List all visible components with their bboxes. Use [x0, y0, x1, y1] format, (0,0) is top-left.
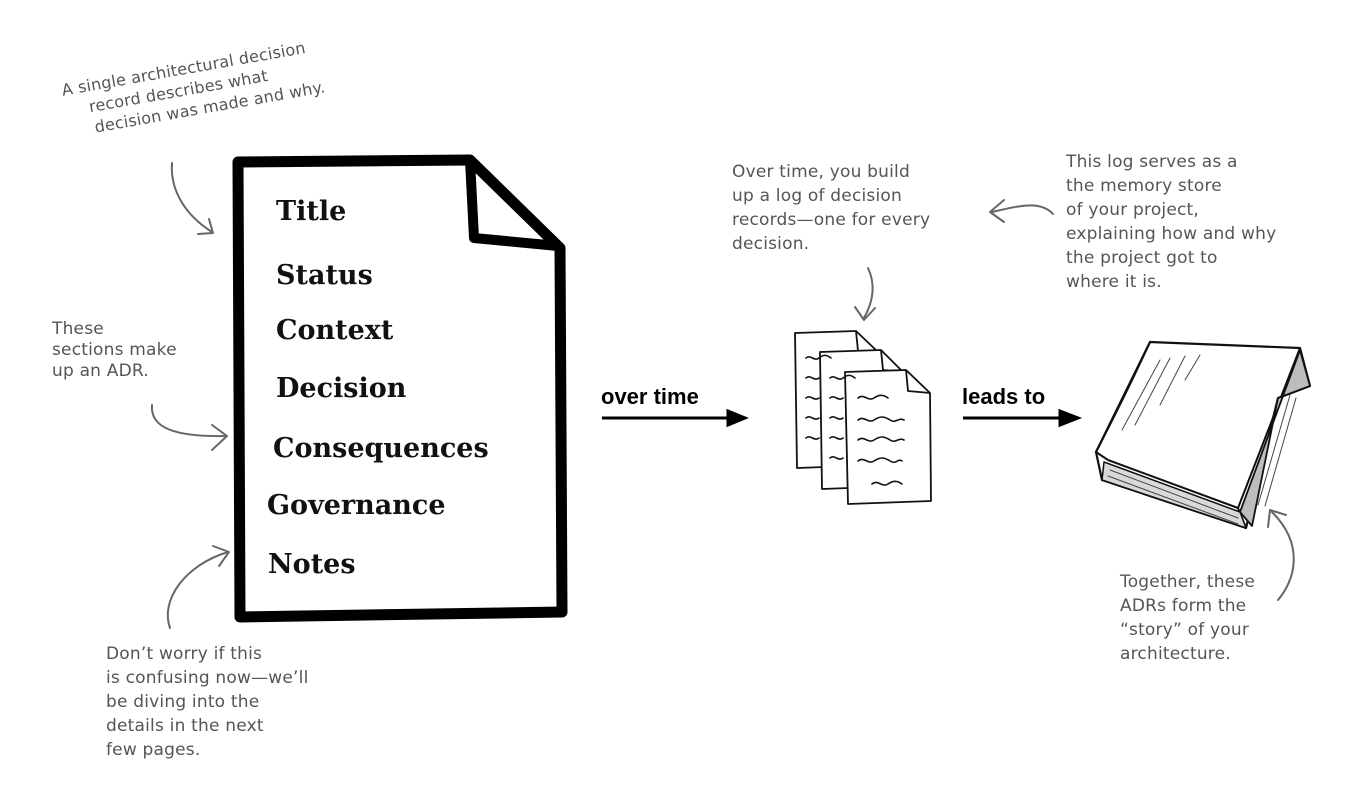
section-consequences: Consequences	[273, 433, 489, 464]
note-line: the project got to	[1066, 248, 1218, 268]
note-line: This log serves as a	[1066, 152, 1238, 172]
note-line: of your project,	[1066, 200, 1200, 220]
story-note: Together, these ADRs form the “story” of…	[1120, 570, 1255, 666]
note-line: records—one for every	[732, 210, 931, 230]
note-line: details in the next	[106, 716, 264, 736]
section-title: Title	[276, 196, 347, 227]
note-line: Don’t worry if this	[106, 644, 263, 664]
section-context: Context	[276, 315, 394, 346]
memory-store-note: This log serves as a the memory store of…	[1066, 150, 1276, 294]
dont-worry-note: Don’t worry if this is confusing now—we’…	[106, 642, 309, 762]
section-status: Status	[276, 260, 373, 291]
note-line: These	[52, 319, 104, 339]
note-line: Over time, you build	[732, 162, 910, 182]
note-line: architecture.	[1120, 644, 1231, 664]
pointer-arrow-3	[166, 551, 229, 629]
section-decision: Decision	[276, 373, 407, 404]
pointer-arrow-6	[1271, 511, 1295, 601]
note-line: sections make	[52, 340, 177, 360]
section-notes: Notes	[268, 549, 356, 580]
note-line: Together, these	[1120, 572, 1256, 592]
pointer-arrow-5	[991, 204, 1054, 215]
note-line: up an ADR.	[52, 361, 149, 381]
note-line: “story” of your	[1120, 620, 1250, 640]
adr-document-icon	[232, 154, 568, 623]
sections-note: These sections make up an ADR.	[52, 319, 177, 382]
stacked-records-icon	[794, 330, 932, 505]
pointer-arrow-1	[170, 162, 213, 233]
note-line: explaining how and why	[1066, 224, 1277, 244]
pointer-arrow-2	[150, 404, 227, 438]
note-line: decision.	[732, 234, 810, 254]
note-line: where it is.	[1066, 272, 1162, 292]
section-governance: Governance	[267, 490, 446, 521]
over-time-label: over time	[601, 384, 699, 409]
over-time-note: Over time, you build up a log of decisio…	[732, 160, 930, 256]
note-line: ADRs form the	[1120, 596, 1247, 616]
leads-to-label: leads to	[962, 384, 1046, 409]
note-line: is confusing now—we’ll	[106, 668, 309, 688]
note-line: few pages.	[106, 740, 201, 760]
note-line: up a log of decision	[732, 186, 902, 206]
book-icon	[1094, 340, 1312, 530]
pointer-arrow-4	[863, 267, 874, 319]
note-line: the memory store	[1066, 176, 1222, 196]
note-line: be diving into the	[106, 692, 260, 712]
